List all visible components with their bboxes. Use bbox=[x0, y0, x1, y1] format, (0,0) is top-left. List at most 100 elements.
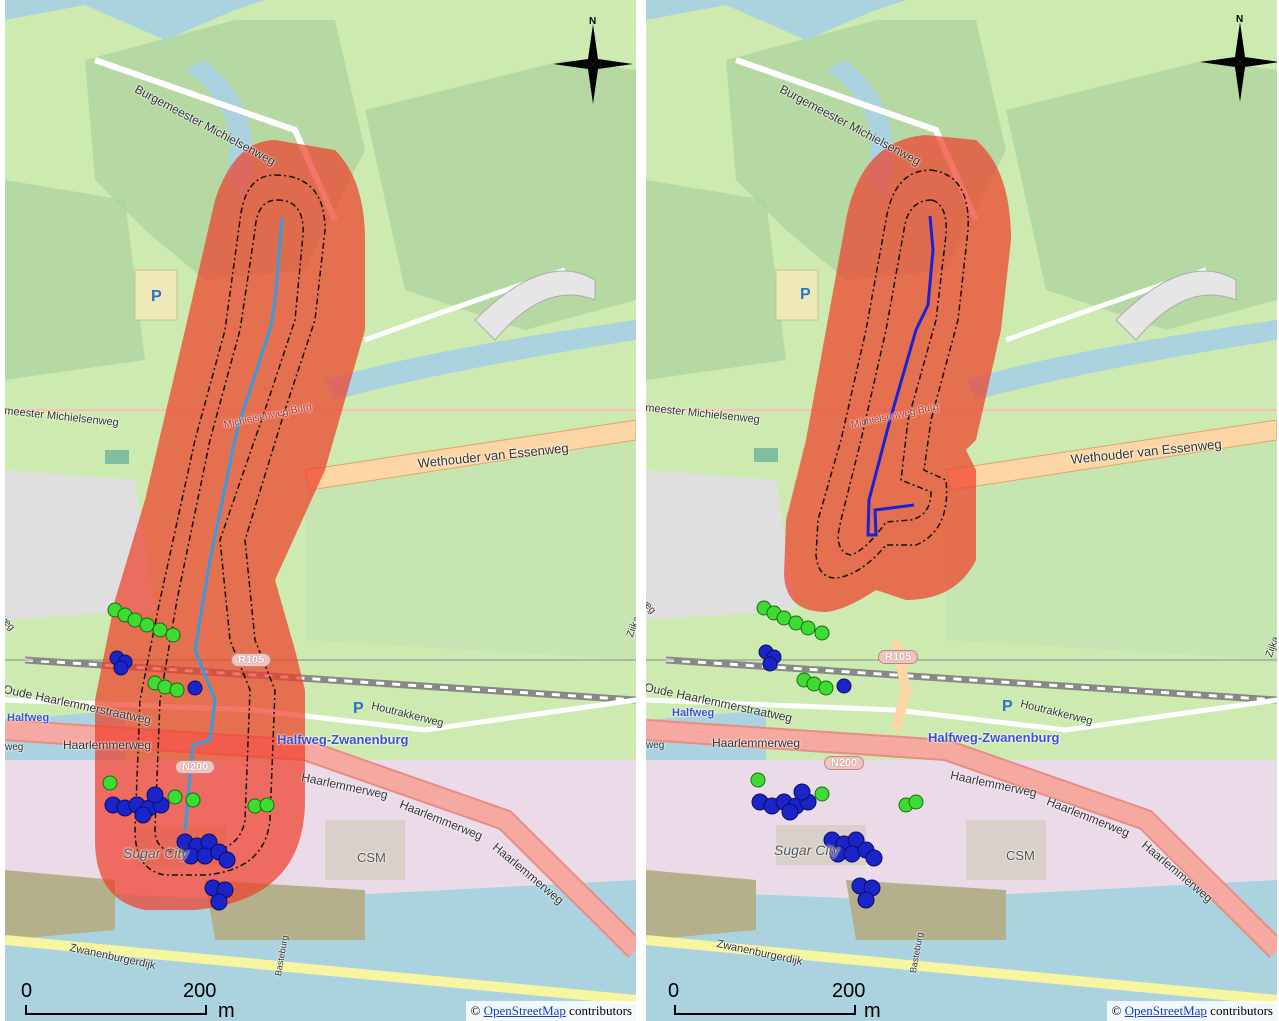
scale-start: 0 bbox=[21, 980, 33, 1002]
osm-link[interactable]: OpenStreetMap bbox=[483, 1003, 566, 1018]
point-blue[interactable] bbox=[836, 678, 852, 694]
shield-r105: R105 bbox=[878, 650, 919, 664]
road-zwanenburgerdijk bbox=[5, 935, 636, 1005]
north-arrow-icon bbox=[1200, 22, 1277, 102]
point-blue[interactable] bbox=[146, 786, 164, 804]
scale-start: 0 bbox=[668, 980, 680, 1002]
point-green[interactable] bbox=[259, 797, 275, 813]
buffer-outline-outer bbox=[815, 169, 969, 579]
scale-unit: m bbox=[218, 1000, 235, 1021]
building-csm bbox=[966, 820, 1046, 880]
point-green[interactable] bbox=[800, 620, 816, 636]
attribution: © OpenStreetMap contributors bbox=[466, 1001, 636, 1021]
observation-points-left bbox=[102, 602, 275, 911]
point-green[interactable] bbox=[908, 794, 924, 810]
parking-icon: P bbox=[151, 288, 162, 305]
water-canal bbox=[325, 320, 636, 400]
map-canvas-left bbox=[5, 0, 636, 1021]
road-zwanenburgerdijk bbox=[646, 935, 1277, 1005]
parking-residential bbox=[474, 270, 596, 341]
field-area bbox=[5, 870, 115, 940]
water-canal bbox=[646, 0, 906, 40]
pitch bbox=[754, 448, 778, 462]
point-green[interactable] bbox=[102, 775, 118, 791]
buffer-dashed-outlines-left bbox=[134, 174, 326, 876]
point-green[interactable] bbox=[185, 792, 201, 808]
shield-r105: R105 bbox=[231, 653, 272, 667]
residential-area bbox=[5, 470, 155, 620]
parking-icon: P bbox=[800, 286, 811, 303]
north-label: N bbox=[589, 16, 597, 27]
road-n200-fill bbox=[646, 721, 1277, 957]
buffer-zone-left bbox=[95, 140, 365, 910]
point-green[interactable] bbox=[750, 772, 766, 788]
parking-lot bbox=[775, 269, 819, 321]
label-station: Halfweg-Zwanenburg bbox=[928, 730, 1060, 745]
buffer-outline-inner bbox=[837, 199, 947, 556]
field-area bbox=[846, 880, 1006, 940]
point-blue[interactable] bbox=[865, 849, 883, 867]
point-blue[interactable] bbox=[857, 891, 875, 909]
point-green[interactable] bbox=[169, 682, 185, 698]
label-fragment-weg: weg bbox=[646, 740, 665, 751]
point-green[interactable] bbox=[818, 680, 834, 696]
forest-area bbox=[646, 180, 786, 380]
buffer-dashed-outlines-right bbox=[815, 169, 969, 579]
pitch bbox=[105, 450, 129, 464]
point-green[interactable] bbox=[139, 617, 155, 633]
label-haarlemmerweg-1: Haarlemmerweg bbox=[63, 738, 152, 752]
route-line bbox=[866, 215, 935, 537]
point-green[interactable] bbox=[814, 786, 830, 802]
map-panel-left[interactable]: N Burgemeester Michielsenweg meester Mic… bbox=[5, 0, 636, 1021]
label-fragment-weg: weg bbox=[5, 742, 24, 753]
attribution-suffix: contributors bbox=[569, 1003, 632, 1018]
label-halfweg: Halfweg bbox=[7, 712, 50, 724]
forest-area bbox=[1006, 60, 1277, 330]
point-blue[interactable] bbox=[843, 845, 861, 863]
osm-link[interactable]: OpenStreetMap bbox=[1124, 1003, 1207, 1018]
road-houtrakkerweg bbox=[646, 697, 1277, 733]
point-green[interactable] bbox=[152, 622, 168, 638]
field-area bbox=[646, 870, 756, 940]
scale-end: 200 bbox=[183, 980, 217, 1002]
point-blue[interactable] bbox=[187, 680, 203, 696]
attribution-prefix: © bbox=[470, 1003, 481, 1018]
label-station: Halfweg-Zwanenburg bbox=[277, 732, 409, 747]
label-halfweg: Halfweg bbox=[672, 707, 715, 719]
point-blue[interactable] bbox=[218, 851, 236, 869]
point-blue[interactable] bbox=[134, 806, 152, 824]
point-blue[interactable] bbox=[196, 847, 214, 865]
map-panel-right[interactable]: N Burgemeester Michielsenweg meester Mic… bbox=[646, 0, 1277, 1021]
point-green[interactable] bbox=[165, 627, 181, 643]
point-blue[interactable] bbox=[210, 893, 228, 911]
scale-bar bbox=[25, 1005, 207, 1015]
parking-residential bbox=[1115, 270, 1237, 341]
point-blue[interactable] bbox=[113, 660, 129, 676]
map-canvas-right bbox=[646, 0, 1277, 1021]
label-csm: CSM bbox=[1006, 848, 1035, 863]
north-label: N bbox=[1236, 14, 1244, 25]
building-csm bbox=[325, 820, 405, 880]
buffer-zone bbox=[784, 135, 1011, 612]
label-haarlemmerweg-1: Haarlemmerweg bbox=[712, 736, 801, 750]
scale-unit: m bbox=[864, 1000, 881, 1021]
scale-end: 200 bbox=[832, 980, 866, 1002]
forest-area bbox=[365, 60, 636, 330]
point-green[interactable] bbox=[167, 789, 183, 805]
observation-points-right bbox=[750, 600, 924, 909]
water-canal bbox=[966, 320, 1277, 400]
attribution: © OpenStreetMap contributors bbox=[1107, 1001, 1277, 1021]
parking-icon: P bbox=[1002, 698, 1013, 715]
point-blue[interactable] bbox=[781, 803, 799, 821]
attribution-prefix: © bbox=[1111, 1003, 1122, 1018]
parking-icon: P bbox=[353, 700, 364, 717]
north-arrow-icon bbox=[553, 24, 633, 104]
point-blue[interactable] bbox=[793, 783, 811, 801]
attribution-suffix: contributors bbox=[1210, 1003, 1273, 1018]
water-canal bbox=[5, 0, 265, 40]
point-green[interactable] bbox=[814, 625, 830, 641]
parking-lot bbox=[134, 269, 178, 321]
meadow-area bbox=[305, 420, 636, 660]
point-blue[interactable] bbox=[762, 656, 778, 672]
route-line bbox=[183, 217, 284, 831]
